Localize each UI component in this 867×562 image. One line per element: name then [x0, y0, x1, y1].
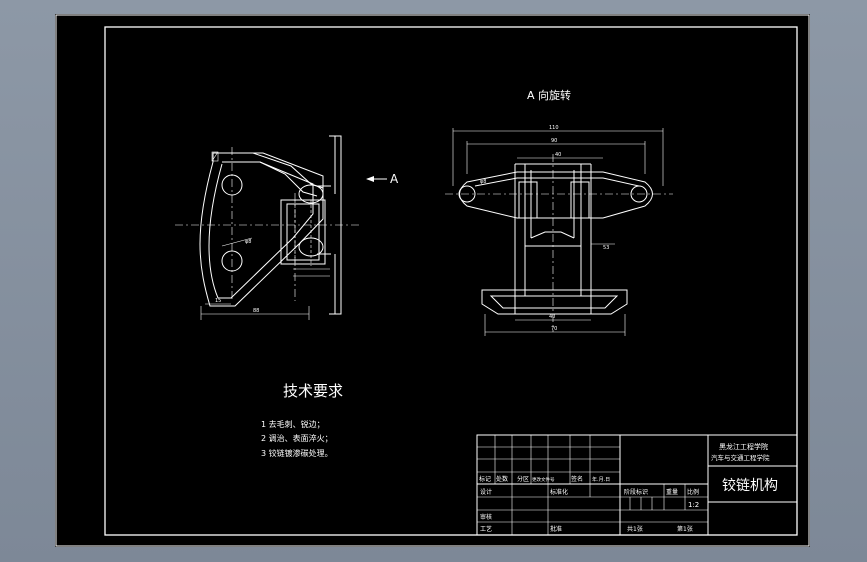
dim-mid-width: 90: [551, 138, 557, 144]
sheets-total: 共1张: [627, 525, 643, 533]
hdr-date: 年.月.日: [592, 476, 610, 483]
drawing-canvas[interactable]: 88 15 φ8 A A 向旋转 110 90 40 φ8: [55, 14, 810, 547]
technical-requirements: 技术要求 1 去毛刺、锐边； 2 调治、表面淬火； 3 铰链镀渗碳处理。: [261, 382, 343, 458]
hole-lower: [221, 250, 243, 272]
label-standardize: 标准化: [550, 488, 568, 496]
front-view: 110 90 40 φ8 53: [445, 125, 673, 336]
drawing-frame: [104, 26, 798, 536]
label-weight: 重量: [666, 488, 678, 496]
school-name: 黑龙江工程学院: [719, 442, 768, 451]
dim-overall: 110: [549, 125, 559, 131]
requirement-item: 1 去毛刺、锐边；: [261, 419, 325, 429]
view-direction-arrow: A: [366, 172, 399, 186]
hdr-signature: 签名: [571, 475, 583, 483]
dim-base-inner: 40: [549, 314, 555, 320]
sheet-number: 第1张: [677, 525, 693, 533]
label-review: 审核: [480, 513, 492, 521]
view-title: A 向旋转: [527, 88, 571, 102]
scale-value: 1:2: [688, 501, 699, 509]
hdr-change-doc: 更改文件号: [532, 476, 555, 483]
hdr-zone: 分区: [517, 475, 529, 483]
dim-height: 53: [603, 245, 609, 251]
label-approve: 批准: [550, 525, 562, 533]
sheet-border: [55, 14, 810, 547]
hdr-mark: 标记: [479, 475, 491, 483]
requirement-item: 3 铰链镀渗碳处理。: [261, 448, 333, 458]
dim-inner: 40: [555, 152, 561, 158]
dim-left-bottom-total: 88: [253, 308, 259, 314]
hole-left: [458, 185, 476, 203]
label-design: 设计: [480, 488, 492, 496]
view-marker-label: A: [390, 172, 399, 186]
label-process: 工艺: [480, 525, 492, 533]
hole-right: [630, 185, 648, 203]
dim-left-bottom-small: 15: [215, 298, 221, 304]
hole-upper: [221, 174, 243, 196]
side-view: 88 15 φ8: [175, 135, 360, 320]
dim-left-hole: φ8: [245, 239, 251, 245]
requirement-item: 2 调治、表面淬火；: [261, 433, 333, 443]
title-block: 标记 处数 分区 更改文件号 签名 年.月.日 设计 标准化 审核 工艺 批准 …: [476, 434, 798, 536]
dim-right-hole: φ8: [480, 179, 486, 185]
dim-base-outer: 70: [551, 326, 557, 332]
hdr-count: 处数: [496, 475, 508, 483]
drawing-name: 铰链机构: [722, 478, 778, 494]
college-name: 汽车与交通工程学院: [711, 453, 770, 462]
requirements-heading: 技术要求: [283, 382, 343, 400]
label-stage-mark: 阶段标识: [624, 488, 648, 496]
label-ratio: 比例: [687, 488, 699, 496]
